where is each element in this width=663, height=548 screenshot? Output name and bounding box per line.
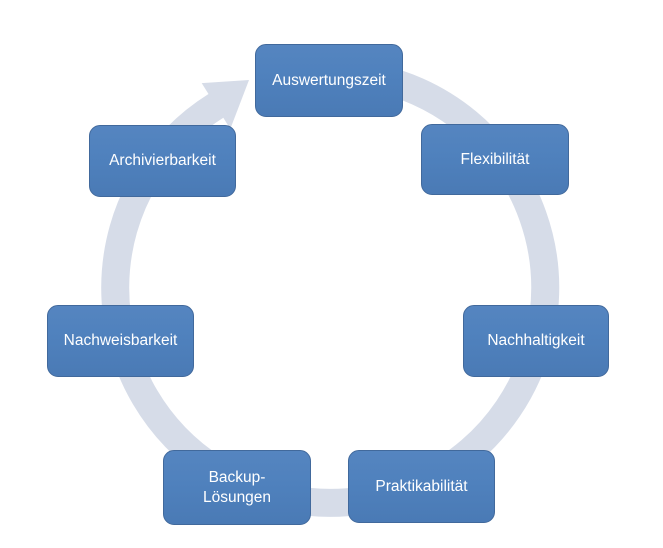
cycle-node-label: Praktikabilität bbox=[375, 477, 468, 495]
cycle-node-label: Archivierbarkeit bbox=[109, 152, 216, 170]
cycle-node-archivierbarkeit: Archivierbarkeit bbox=[89, 125, 236, 197]
cycle-node-label: Auswertungszeit bbox=[272, 71, 386, 89]
cycle-node-backup-loesungen: Backup- Lösungen bbox=[163, 450, 311, 525]
cycle-node-praktikabilitaet: Praktikabilität bbox=[348, 450, 495, 523]
cycle-node-auswertungszeit: Auswertungszeit bbox=[255, 44, 403, 117]
cycle-node-label: Flexibilität bbox=[460, 150, 530, 168]
cycle-arrowhead-icon bbox=[201, 80, 249, 129]
cycle-node-nachhaltigkeit: Nachhaltigkeit bbox=[463, 305, 609, 377]
cycle-node-nachweisbarkeit: Nachweisbarkeit bbox=[47, 305, 194, 377]
cycle-node-label: Nachweisbarkeit bbox=[63, 332, 178, 350]
cycle-node-label: Backup- Lösungen bbox=[202, 469, 272, 506]
cycle-node-flexibilitaet: Flexibilität bbox=[421, 124, 569, 195]
cycle-node-label: Nachhaltigkeit bbox=[487, 332, 585, 350]
